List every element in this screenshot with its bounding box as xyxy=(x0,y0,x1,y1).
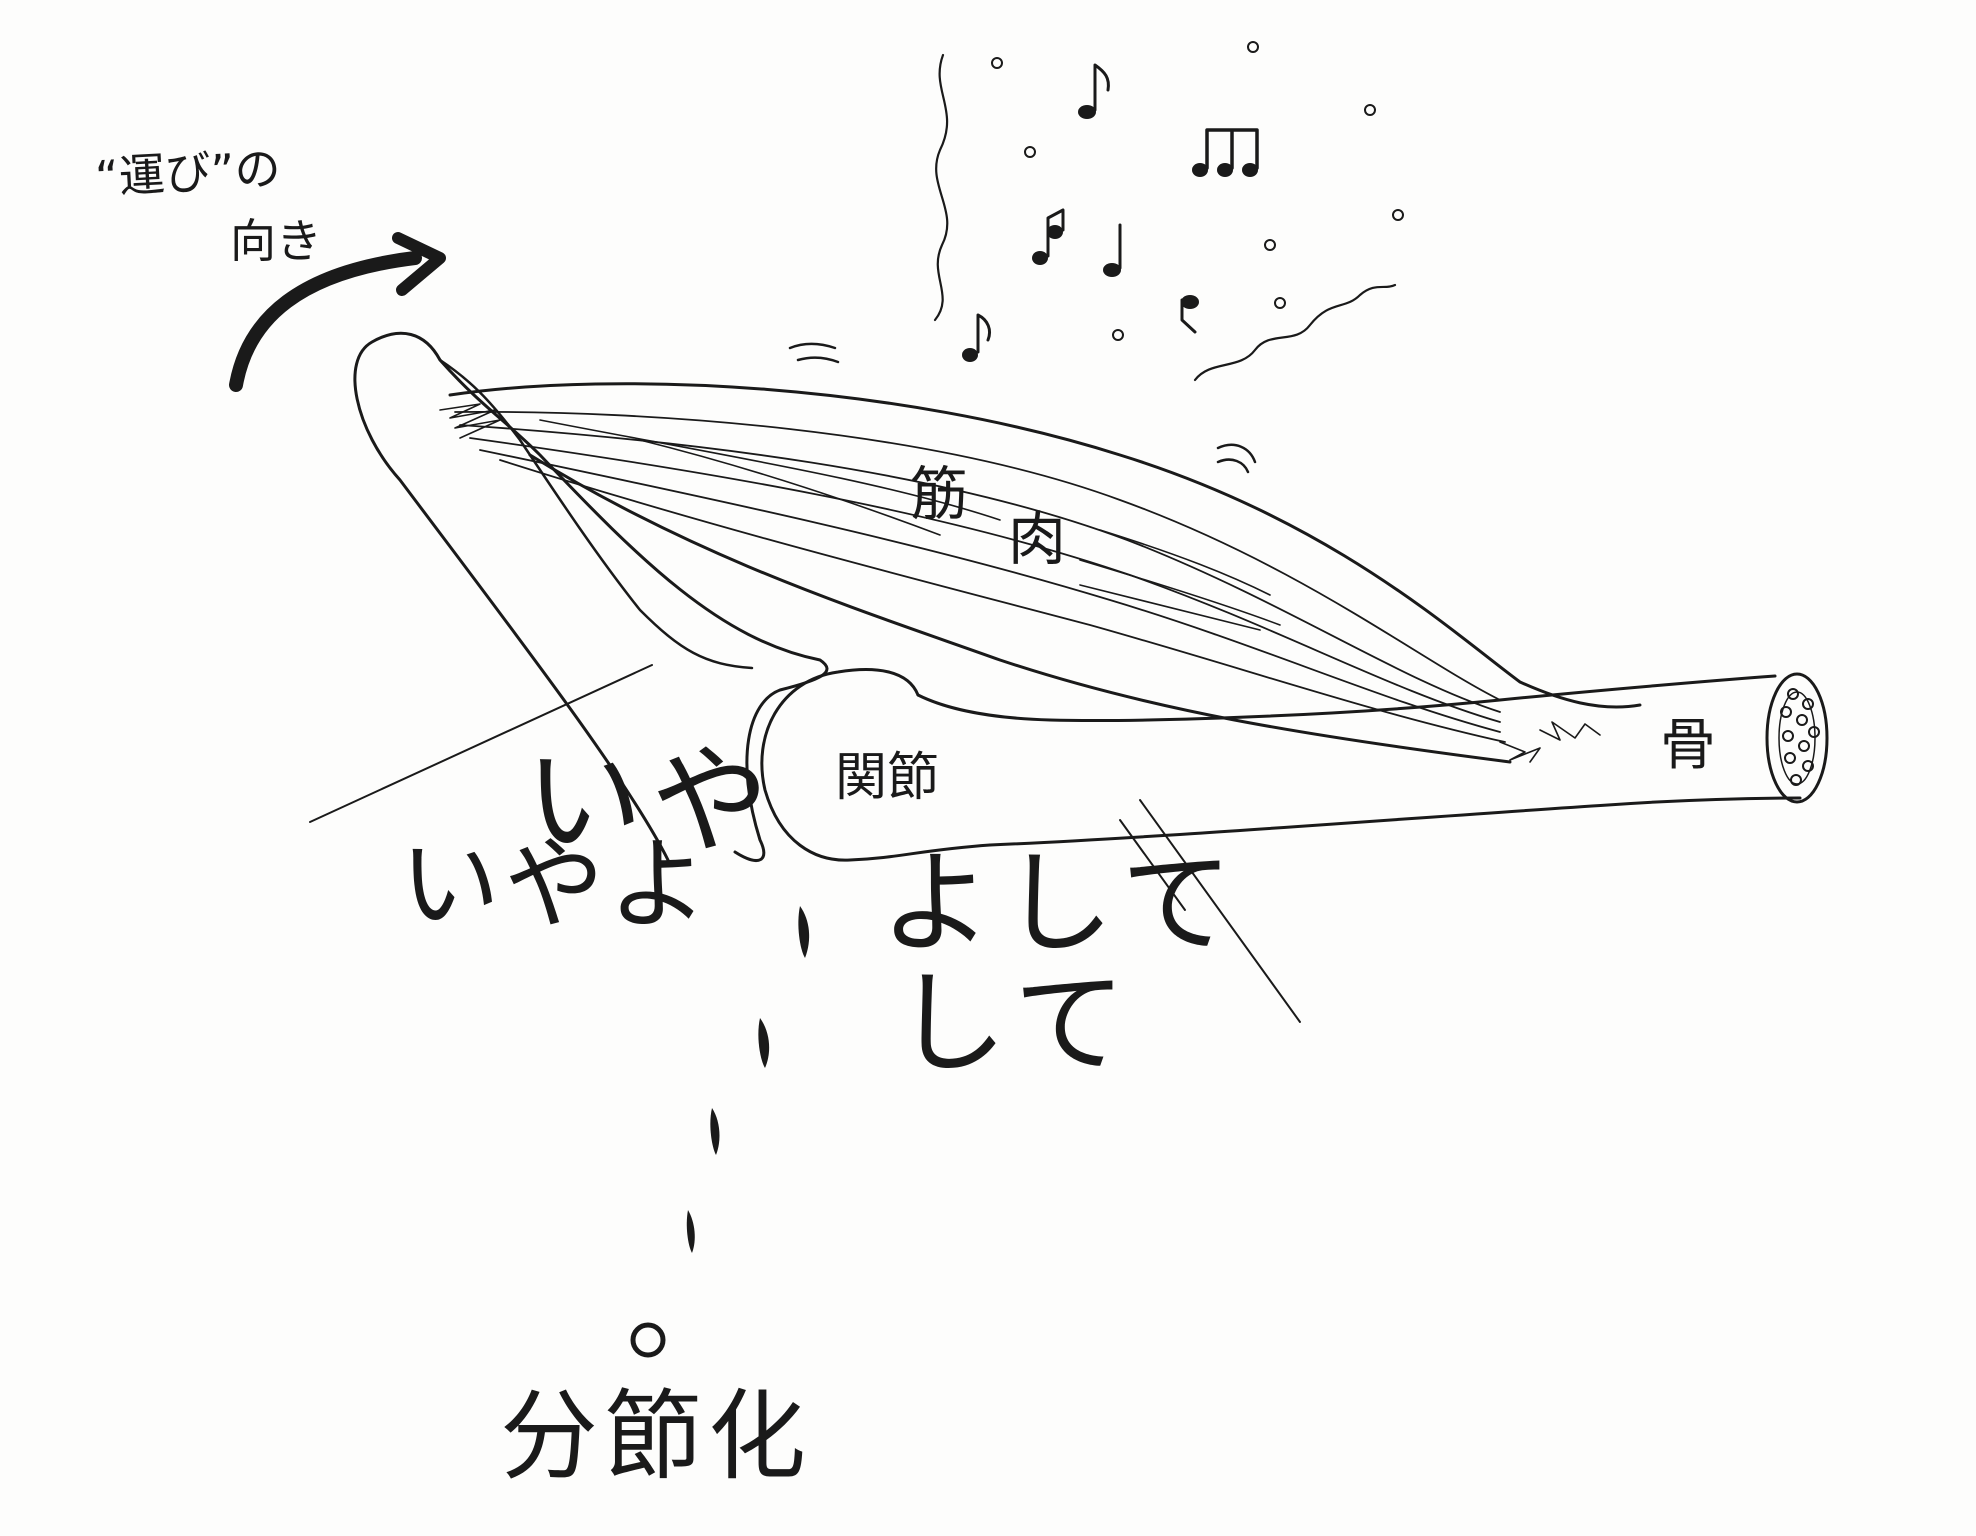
music-note-icon xyxy=(1078,63,1110,119)
lower-bone xyxy=(916,672,1829,847)
yoshite-text-2: して xyxy=(895,959,1136,1089)
iya-text-2: いやよ xyxy=(400,826,712,943)
muscle-label-part2: 肉 xyxy=(1008,505,1067,573)
joint-label: 関節 xyxy=(835,748,940,808)
motion-marks xyxy=(788,342,1257,474)
direction-label: “運び”の xyxy=(93,141,282,205)
tendon-frays xyxy=(439,403,1601,763)
iya-text-1: いや xyxy=(525,732,778,870)
curved-arrow-icon xyxy=(229,232,446,392)
music-note-icon xyxy=(962,313,992,362)
bone-marrow-dots xyxy=(1780,688,1820,786)
upper-bone-inner-edge xyxy=(438,358,754,670)
muscle-belly xyxy=(448,382,1642,764)
segmentation-label: 分節化 xyxy=(500,1380,813,1494)
direction-label-line2: 向き xyxy=(230,214,322,268)
music-note-icon xyxy=(1032,208,1065,265)
ground-lines xyxy=(309,664,1301,1023)
beamed-notes-icon xyxy=(1192,128,1259,177)
yoshite-text-1: よして xyxy=(880,839,1243,969)
music-note-icon xyxy=(1103,223,1122,277)
music-wavy-lines xyxy=(933,53,1397,382)
joint-head-outline xyxy=(760,668,992,862)
muscle-label-part1: 筋 xyxy=(910,460,969,528)
music-dots xyxy=(991,41,1404,341)
bone-label: 骨 xyxy=(1660,713,1716,778)
ink-drops xyxy=(686,906,810,1253)
music-note-icon xyxy=(1180,295,1199,334)
dot-icon xyxy=(630,1322,666,1358)
upper-bone-outline xyxy=(353,331,829,862)
